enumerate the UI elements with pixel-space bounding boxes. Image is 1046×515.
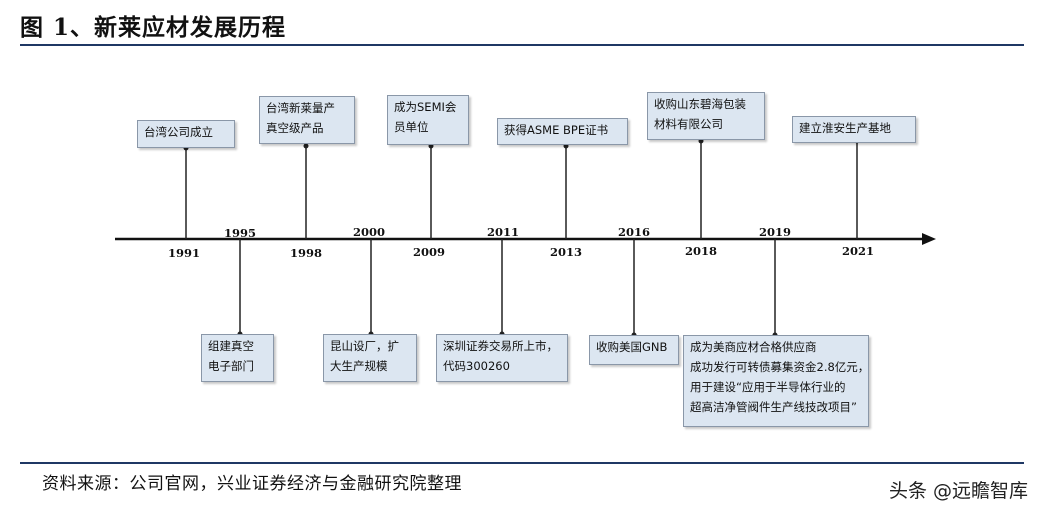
year-label: 2009 [412, 245, 446, 259]
source-rule [20, 462, 1024, 464]
event-box-2021: 建立淮安生产基地 [792, 116, 916, 143]
figure-title: 图 1、新莱应材发展历程 [20, 14, 287, 41]
event-box-2018: 收购山东碧海包装 材料有限公司 [647, 92, 765, 140]
event-text: 组建真空 [208, 339, 254, 353]
event-box-1998: 台湾新莱量产 真空级产品 [259, 96, 355, 144]
event-text: 收购美国GNB [596, 340, 668, 354]
connector-dot-1998 [303, 143, 309, 149]
watermark: 头条 @远瞻智库 [888, 480, 1028, 502]
event-text: 台湾公司成立 [144, 125, 213, 139]
source-note: 资料来源：公司官网，兴业证券经济与金融研究院整理 [42, 474, 462, 494]
timeline-arrow-head [922, 233, 936, 245]
event-text: 成为SEMI会 [394, 100, 457, 114]
event-text: 台湾新莱量产 [266, 101, 335, 115]
year-label: 2019 [758, 225, 792, 239]
year-label: 2011 [486, 225, 520, 239]
event-text: 真空级产品 [266, 121, 324, 135]
event-box-2016: 收购美国GNB [589, 335, 679, 365]
year-label: 2016 [617, 225, 651, 239]
event-text: 用于建设“应用于半导体行业的 [690, 380, 846, 394]
event-text: 成功发行可转债募集资金2.8亿元， [690, 360, 870, 374]
year-label: 2018 [684, 244, 718, 258]
event-text: 昆山设厂，扩 [330, 339, 399, 353]
event-text: 建立淮安生产基地 [799, 121, 891, 135]
event-box-2019: 成为美商应材合格供应商 成功发行可转债募集资金2.8亿元， 用于建设“应用于半导… [683, 335, 869, 427]
event-box-2011: 深圳证券交易所上市， 代码300260 [436, 334, 568, 382]
event-text: 深圳证券交易所上市， [443, 339, 558, 353]
event-text: 成为美商应材合格供应商 [690, 340, 817, 354]
year-label: 1995 [223, 226, 257, 240]
year-label: 2013 [549, 245, 583, 259]
event-text: 代码300260 [443, 359, 510, 373]
event-text: 大生产规模 [330, 359, 388, 373]
year-label: 1998 [289, 246, 323, 260]
event-box-2000: 昆山设厂，扩 大生产规模 [323, 334, 417, 382]
event-text: 超高洁净管阀件生产线技改项目” [690, 400, 857, 414]
event-box-1995: 组建真空 电子部门 [201, 334, 274, 382]
event-text: 材料有限公司 [654, 117, 723, 131]
event-box-1991: 台湾公司成立 [137, 120, 235, 148]
event-text: 收购山东碧海包装 [654, 97, 746, 111]
event-text: 员单位 [394, 120, 429, 134]
year-label: 2021 [841, 244, 875, 258]
year-label: 2000 [352, 225, 386, 239]
event-box-2013: 获得ASME BPE证书 [497, 118, 628, 145]
event-text: 获得ASME BPE证书 [504, 123, 609, 137]
event-text: 电子部门 [208, 359, 254, 373]
event-box-2009: 成为SEMI会 员单位 [387, 95, 469, 145]
year-label: 1991 [167, 246, 201, 260]
title-rule [20, 44, 1024, 46]
